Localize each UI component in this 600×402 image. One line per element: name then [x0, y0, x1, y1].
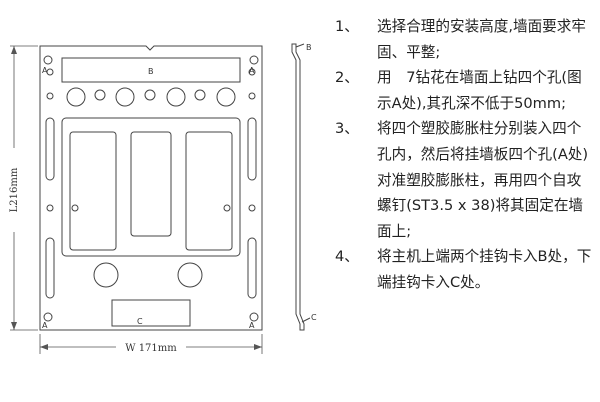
hole-small: [248, 204, 256, 212]
slot-right-2: [247, 237, 257, 299]
step-3: 3、 将四个塑胶膨胀柱分别装入四个孔内，然后将挂墙板四个孔(A处) 对准塑胶膨胀…: [331, 116, 595, 244]
hole-large: [115, 87, 135, 107]
step-2: 2、 用 7钻花在墙面上钻四个孔(图示A处),其孔深不低于50mm;: [331, 65, 595, 116]
step-number: 4、: [335, 248, 359, 266]
step-number: 3、: [335, 120, 359, 138]
hole-lower: [177, 262, 203, 288]
step-number: 1、: [335, 18, 359, 35]
slot-left-2: [45, 237, 55, 299]
label-c: C: [311, 313, 317, 322]
label-a: A: [249, 321, 255, 330]
step-text: 将四个塑胶膨胀柱分别装入四个孔内，然后将挂墙板四个孔(A处) 对准塑胶膨胀柱，再…: [377, 120, 589, 240]
label-a: A: [42, 66, 48, 75]
label-b: B: [148, 67, 154, 76]
mount-hole-a: [249, 55, 259, 65]
hole-lower: [93, 262, 119, 288]
label-c: C: [137, 317, 143, 326]
hook-slot-b: [61, 57, 241, 83]
label-a: A: [249, 66, 255, 75]
step-text: 用 7钻花在墙面上钻四个孔(图示A处),其孔深不低于50mm;: [377, 69, 582, 112]
plate-outline: [39, 45, 263, 331]
hole-small: [46, 68, 54, 76]
step-4: 4、 将主机上端两个挂钩卡入B处，下端挂钩卡入C处。: [331, 244, 595, 295]
hole-small: [223, 204, 231, 212]
hole-large: [66, 87, 86, 107]
hole-small: [248, 68, 256, 76]
center-frame: [61, 117, 241, 257]
hole-large: [216, 87, 236, 107]
mount-hole-a: [249, 312, 259, 322]
hole-small: [71, 204, 79, 212]
slot-left-1: [45, 117, 55, 181]
step-text: 选择合理的安装高度,墙面要求牢固、平整;: [377, 18, 586, 61]
hole-small: [46, 204, 54, 212]
hole-medium: [144, 89, 156, 101]
cutout-right: [185, 131, 233, 251]
hole-medium: [94, 89, 106, 101]
step-text: 将主机上端两个挂钩卡入B处，下端挂钩卡入C处。: [377, 248, 592, 291]
height-dimension: L216mm: [9, 167, 20, 212]
wall-plate-drawing: L216mm W 171mm A A A A B B C C: [9, 43, 317, 354]
hole-medium: [194, 89, 206, 101]
slot-right-1: [247, 117, 257, 181]
mount-hole-a: [43, 312, 53, 322]
mount-hole-a: [43, 55, 53, 65]
hole-small: [248, 92, 256, 100]
side-profile: [291, 43, 305, 331]
step-1: 1、 选择合理的安装高度,墙面要求牢固、平整;: [331, 14, 595, 65]
hole-large: [166, 87, 186, 107]
hook-slot-c: [111, 299, 191, 327]
cutout-center: [130, 131, 172, 237]
label-b: B: [306, 43, 312, 52]
installation-steps: 1、 选择合理的安装高度,墙面要求牢固、平整; 2、 用 7钻花在墙面上钻四个孔…: [331, 14, 595, 296]
step-number: 2、: [335, 69, 359, 87]
cutout-left: [69, 131, 117, 251]
hole-small: [46, 92, 54, 100]
width-dimension: W 171mm: [125, 343, 177, 354]
label-a: A: [42, 321, 48, 330]
